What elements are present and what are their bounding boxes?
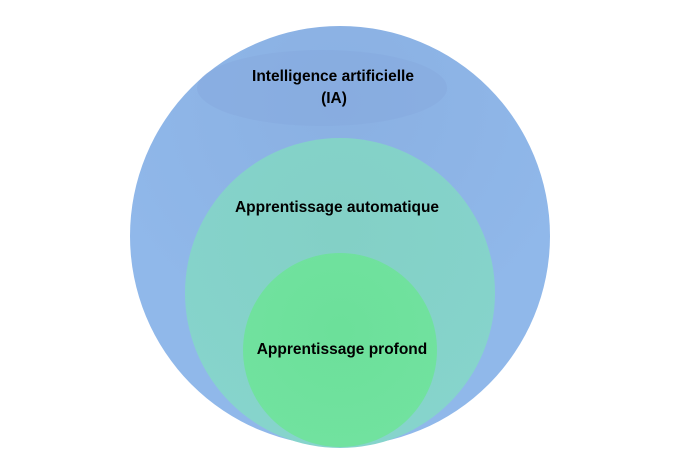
dl-circle xyxy=(243,253,437,447)
ai-label-line1: Intelligence artificielle xyxy=(252,68,414,85)
ai-label-line2: (IA) xyxy=(321,90,347,107)
ai-label-highlight xyxy=(197,50,447,126)
ml-label: Apprentissage automatique xyxy=(235,199,439,216)
dl-label: Apprentissage profond xyxy=(257,341,428,358)
